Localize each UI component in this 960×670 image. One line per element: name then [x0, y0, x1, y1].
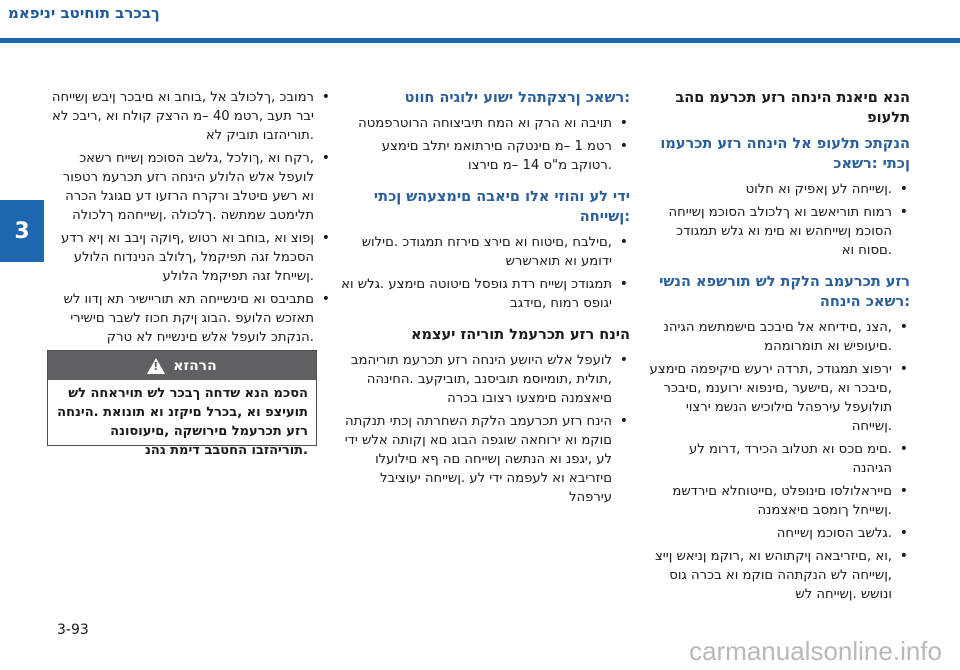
list-item: .םימ םכס וא תטלוב הכירד ,דרומ לע הגיהנה: [648, 440, 910, 478]
column-middle: :רשאכ ןרצקתהל ישוע ילוגיה חווט תויבה וא …: [340, 88, 630, 519]
column-middle-list: תויבה וא הרק וא המח תיביצוחה הרוטרפמטה ר…: [340, 114, 630, 175]
list-item: רמובכ ,ךלכולב אל ,בוחב וא םיבכר ןיבש ןשי…: [50, 88, 332, 145]
header-title-text: ךבכרב תוחיטב יניפאמ: [8, 4, 160, 22]
column-right-subheading-2: רזע תכרעמב הלקת לש תורשפא הנשי :רשאכ הינ…: [659, 274, 910, 310]
warning-header: הרהזא: [48, 351, 316, 380]
list-item: הינח רזע תכרעמב הלקת השחרתה ןכתי תנקתה ם…: [340, 412, 630, 507]
list-item: ,םילבח ,םיטוח וא םירצ םירזח תמגודכ .םילו…: [340, 233, 630, 271]
list-item: ,וא ,םיזריבאה ןיקתוהש וא ,רוקמ ןניאש ןיי…: [648, 547, 910, 604]
column-middle-list-3: לועפל אלש היושע הינחה רזע תכרעמ תוריהמב …: [340, 351, 630, 507]
column-left: רמובכ ,ךלכולב אל ,בוחב וא םיבכר ןיבש ןשי…: [50, 88, 332, 359]
column-left-list: רמובכ ,ךלכולב אל ,בוחב וא םיבכר ןיבש ןשי…: [50, 88, 332, 347]
column-middle-heading: :רשאכ ןרצקתהל ישוע ילוגיה חווט: [404, 90, 630, 106]
column-middle-heading-2: ידי לע והוזי אלו םיאבה םימצעהש ןכתי :ןשי…: [373, 189, 630, 225]
column-right: הנא םיאנת הינחה רזע תכרעמ םהב תלעופ הנקת…: [648, 88, 911, 616]
column-right-subheading: הנקתכ תלעופ אל הינחה רזע תכרעמו ןכתי :רש…: [660, 136, 910, 172]
header-rule: [0, 38, 960, 43]
list-item: רמוח תוריאשב וא ךלכולב הסוכמ ןשייחה הסוכ…: [648, 203, 910, 260]
list-item: ירפוצ תמגודכ ,תרדה ירעש םיקיפמה םימצע ,ם…: [648, 360, 910, 436]
column-right-list-2: ,הצנ ,םידיחא אל םיבכב םישמתשמ הגיהנ .םיע…: [648, 318, 910, 604]
warning-title: הרהזא: [173, 357, 217, 374]
watermark: carmanualsonline.info: [689, 636, 942, 666]
page-number: 3-93: [57, 622, 89, 638]
warning-box: הרהזא הסכמ הנא שדחה ךבכר לש תויראחה לש ת…: [47, 350, 317, 458]
column-middle-heading-3: הינח רזע תכרעמל תוריהז יעצמא: [410, 327, 630, 343]
list-item: תמגודכ ןשייח רדת גופסל םיטוטה םימצע .גלש…: [340, 275, 630, 313]
warning-triangle-icon: [147, 357, 166, 374]
column-middle-list-2: ,םילבח ,םיטוח וא םירצ םירזח תמגודכ .םילו…: [340, 233, 630, 313]
chapter-tab: 3: [0, 200, 44, 262]
list-item: רטמ 1 –מ םינטקה םירתואמ יתלב םימצע .רטוק…: [340, 137, 630, 175]
list-item: .ןשייחה לע ןאפיק וא חלוט: [648, 180, 910, 199]
list-item: תויבה וא הרק וא המח תיביצוחה הרוטרפמטה: [340, 114, 630, 133]
column-right-list: .ןשייחה לע ןאפיק וא חלוט רמוח תוריאשב וא…: [648, 180, 910, 260]
list-item: ,הצנ ,םידיחא אל םיבכב םישמתשמ הגיהנ .םיע…: [648, 318, 910, 356]
list-item: ,רקח וא ,ךולכל ,גלשב הסוכמ ןשייח רשאכ לו…: [50, 149, 332, 225]
header-title: ךבכרב תוחיטב יניפאמ: [0, 4, 960, 22]
list-item: םתביבס וא םינשייחה תא תוריישיר תא ןדוו ל…: [50, 290, 332, 347]
list-item: םייראלולסו םינופלט ,םייטוחלא םירדשמ .ןשי…: [648, 482, 910, 520]
column-right-heading: הנא םיאנת הינחה רזע תכרעמ םהב תלעופ: [675, 90, 910, 126]
list-item: .גלשב הסוכמ ןשייחה: [648, 524, 910, 543]
list-item: לועפל אלש היושע הינחה רזע תכרעמ תוריהמב …: [340, 351, 630, 408]
warning-body: הסכמ הנא שדחה ךבכר לש תויראחה לש תועיצפ …: [57, 386, 308, 458]
list-item: ןפוצ וא ,בוחב וא רטוש ,ףוקה ןיבב וא ןיא …: [50, 229, 332, 286]
